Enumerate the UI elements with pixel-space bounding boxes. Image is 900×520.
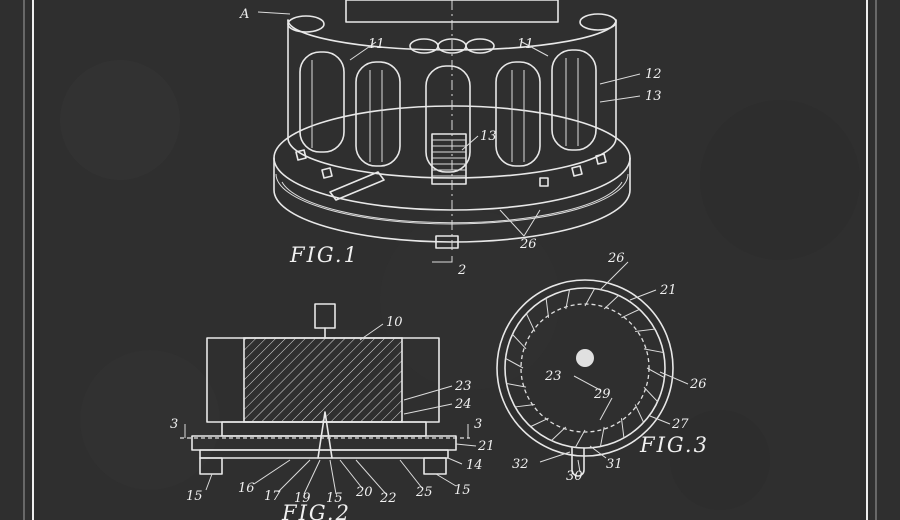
fig2-label-22: 22 xyxy=(379,491,397,506)
fig2-label-10: 10 xyxy=(386,315,403,330)
fig3-rib xyxy=(603,295,619,310)
fig2-label-16: 16 xyxy=(238,481,255,496)
fig2-label-21: 21 xyxy=(477,439,495,454)
fig2-label-3-right: 3 xyxy=(474,417,482,432)
fig3-rib xyxy=(512,334,527,350)
fig3-rib xyxy=(646,367,665,379)
fig3-rib xyxy=(584,288,596,307)
fig1-label-13-right: 13 xyxy=(645,89,662,104)
fig2-label-15-c: 15 xyxy=(454,483,471,498)
figure-3-top-view: 26 21 26 23 29 27 32 30 31 FIG.3 xyxy=(496,251,709,484)
figure-1-coin-holder: A 11 11 12 13 13 26 2 FIG.1 xyxy=(239,0,662,278)
fig3-rib xyxy=(551,426,567,441)
fig3-rib xyxy=(545,298,550,318)
fig3-rib xyxy=(620,418,625,438)
fig3-rib xyxy=(635,328,655,333)
fig2-label-3-left: 3 xyxy=(170,417,178,432)
border-frame xyxy=(23,0,877,520)
fig3-label-32: 32 xyxy=(512,457,529,472)
fig3-rib xyxy=(574,429,586,448)
fig1-label-a: A xyxy=(239,7,249,22)
fig3-label-30: 30 xyxy=(566,469,583,484)
fig1-label-13-center: 13 xyxy=(480,129,497,144)
fig3-label-23: 23 xyxy=(544,369,562,384)
chalk-texture xyxy=(60,60,860,510)
fig3-label-26-right: 26 xyxy=(689,377,707,392)
fig2-title: FIG.2 xyxy=(281,501,351,520)
fig3-rib xyxy=(621,308,640,319)
fig1-label-11-right: 11 xyxy=(517,37,534,52)
fig1-label-26: 26 xyxy=(519,237,537,252)
fig3-rib xyxy=(506,382,527,388)
fig3-label-21: 21 xyxy=(659,283,677,298)
fig2-label-15-a: 15 xyxy=(186,489,203,504)
fig2-label-20: 20 xyxy=(355,485,373,500)
fig3-rib xyxy=(599,426,605,447)
fig2-label-14: 14 xyxy=(466,458,483,473)
fig2-label-24: 24 xyxy=(454,397,472,412)
figure-2-section-view: 10 23 24 3 3 21 14 15 16 17 19 15 20 22 … xyxy=(170,303,495,520)
fig3-rib xyxy=(530,417,549,428)
fig3-label-26-top: 26 xyxy=(607,251,625,266)
fig1-label-2: 2 xyxy=(457,263,466,278)
fig1-label-11-left: 11 xyxy=(368,37,385,52)
fig3-rib xyxy=(505,357,524,369)
coin-tubes xyxy=(299,49,597,173)
fig2-label-23: 23 xyxy=(454,379,472,394)
fig3-rib xyxy=(565,289,571,310)
fig2-label-17: 17 xyxy=(264,489,281,504)
fig3-rib xyxy=(525,313,536,332)
fig1-title: FIG.1 xyxy=(289,243,359,267)
fig2-label-19: 19 xyxy=(294,491,311,506)
fig3-label-27: 27 xyxy=(671,417,689,432)
fig3-label-31: 31 xyxy=(606,457,623,472)
fig3-title: FIG.3 xyxy=(639,433,709,457)
fig3-rib xyxy=(634,404,645,423)
fig2-label-15-b: 15 xyxy=(326,491,343,506)
fig1-label-12: 12 xyxy=(645,67,662,82)
fig3-label-29: 29 xyxy=(593,387,611,402)
fig3-rib xyxy=(643,348,664,354)
fig2-label-25: 25 xyxy=(415,485,433,500)
fig3-rib xyxy=(515,403,535,408)
fig3-rib xyxy=(643,386,658,402)
